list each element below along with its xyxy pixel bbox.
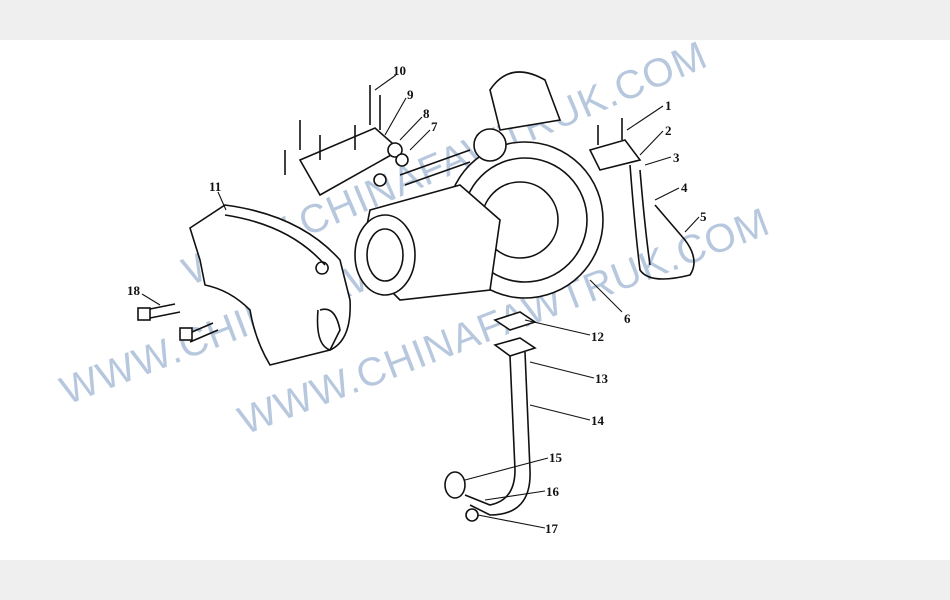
part-label-7: 7	[431, 119, 438, 134]
part-label-16: 16	[546, 484, 560, 499]
part-label-2: 2	[665, 123, 672, 138]
part-label-13: 13	[595, 371, 609, 386]
part-label-4: 4	[681, 180, 688, 195]
part-label-11: 11	[209, 179, 221, 194]
part-label-17: 17	[545, 521, 559, 536]
part-label-3: 3	[673, 150, 680, 165]
part-labels: 1 2 3 4 5 6 7 8 9 10 11 12 13 14 15 16 1…	[127, 63, 707, 536]
part-label-18: 18	[127, 283, 141, 298]
oil-feed-line	[588, 118, 695, 280]
part-label-14: 14	[591, 413, 605, 428]
part-label-8: 8	[423, 106, 430, 121]
part-label-9: 9	[407, 87, 414, 102]
leader-lines	[141, 74, 700, 529]
heat-shield	[189, 204, 351, 366]
turbocharger-body	[354, 71, 604, 301]
part-label-12: 12	[591, 329, 604, 344]
part-label-5: 5	[700, 209, 707, 224]
exhaust-flange	[284, 85, 409, 197]
part-label-15: 15	[549, 450, 563, 465]
diagram-canvas	[0, 40, 950, 560]
part-label-1: 1	[665, 98, 672, 113]
oil-return-line	[444, 311, 537, 522]
part-label-6: 6	[624, 311, 631, 326]
part-label-10: 10	[393, 63, 406, 78]
bolts	[137, 303, 219, 343]
